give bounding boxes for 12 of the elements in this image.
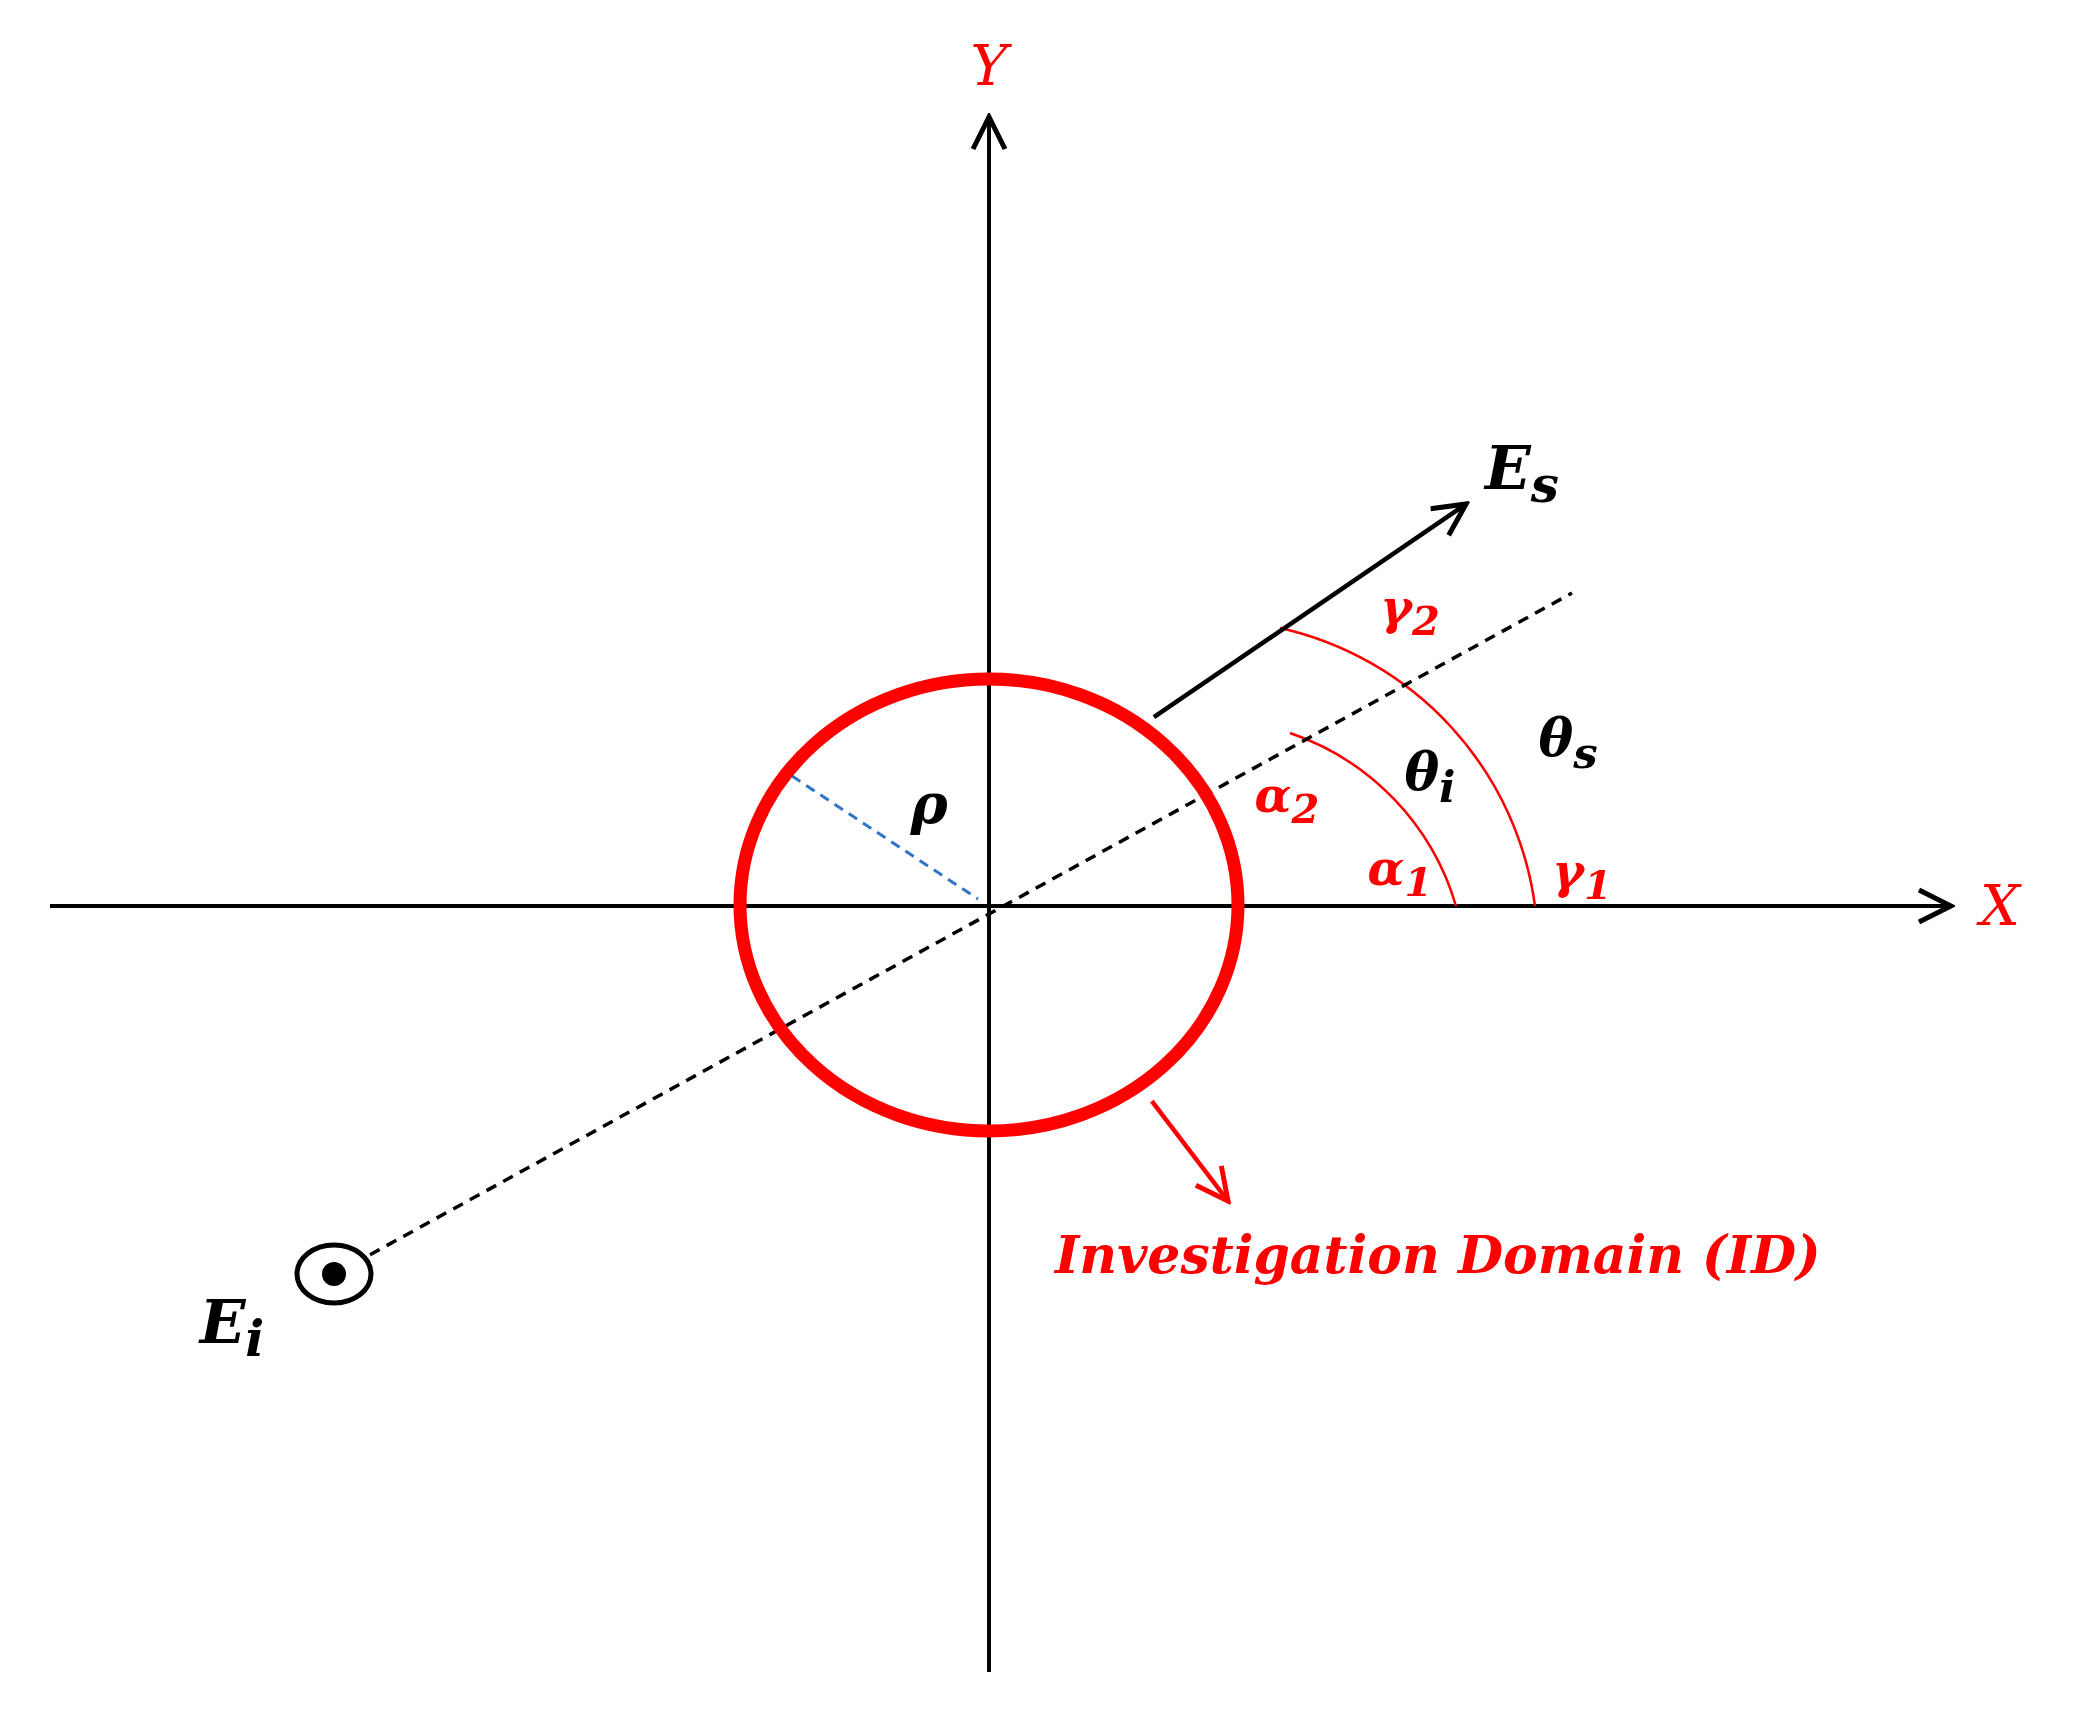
leader-line [1150, 1099, 1231, 1204]
angle-label: θ$_{s}$ [1538, 712, 1598, 774]
field-label: E$_{i}$ [199, 1292, 265, 1364]
field-label: E$_{s}$ [1485, 432, 1575, 504]
angle-label: γ$_{2}$ [1380, 583, 1440, 641]
angle-label: α$_{2}$ [1254, 771, 1320, 829]
incidence-line [369, 591, 1573, 1257]
angle-label: γ$_{1}$ [1552, 847, 1612, 905]
angle-label: θ$_{i}$ [1404, 746, 1456, 808]
angle-label: α$_{1}$ [1367, 844, 1433, 902]
arrow [1152, 501, 1469, 720]
annotation-text: Investigation Domain (ID) [1055, 1225, 1875, 1285]
